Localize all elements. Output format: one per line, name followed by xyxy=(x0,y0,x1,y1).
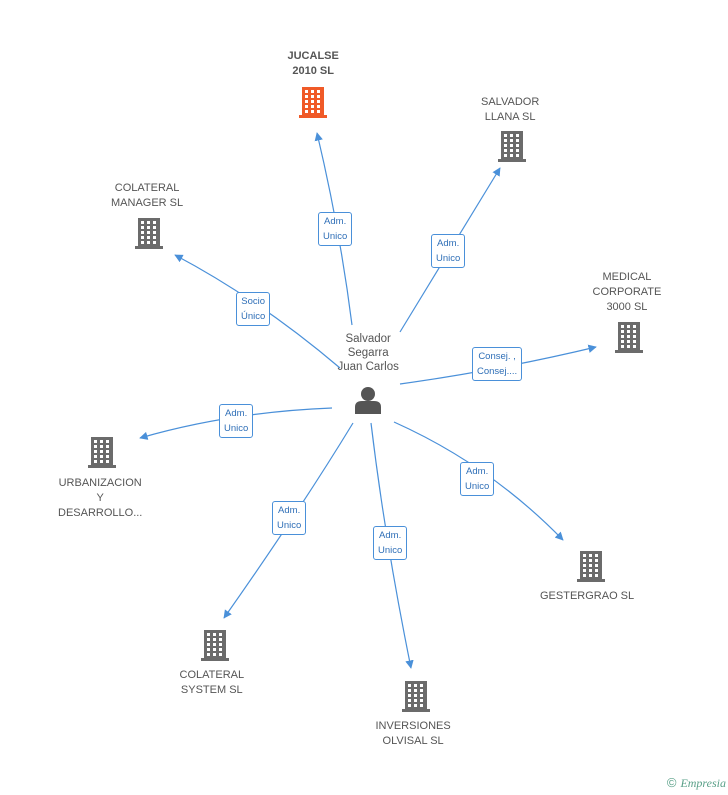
company-name-line: DESARROLLO... xyxy=(58,507,143,519)
building-icon[interactable] xyxy=(299,87,327,118)
building-icon[interactable] xyxy=(135,218,163,249)
relation-label-line: Consej. , xyxy=(478,351,516,362)
company-name-line: URBANIZACION xyxy=(58,477,142,489)
copyright-symbol: © xyxy=(666,775,677,790)
relation-label-line: Socio xyxy=(241,296,266,307)
building-icon[interactable] xyxy=(498,131,526,162)
company-label-gestergrao[interactable]: GESTERGRAO SL xyxy=(540,589,634,604)
center-name-line: Segarra xyxy=(347,347,389,359)
relation-label-line: Unico xyxy=(378,545,403,556)
company-name-line: OLVISAL SL xyxy=(382,735,444,747)
relation-label-line: Unico xyxy=(436,253,461,264)
building-icon[interactable] xyxy=(402,681,430,712)
company-label-colateral-manager[interactable]: COLATERAL MANAGER SL xyxy=(111,181,183,211)
relation-label-line: Adm. xyxy=(379,530,402,541)
relation-label-line: Unico xyxy=(323,231,348,242)
relation-label[interactable]: Adm. Unico xyxy=(460,462,495,496)
relation-label[interactable]: Adm. Unico xyxy=(373,526,408,560)
company-name-line: GESTERGRAO SL xyxy=(540,590,635,602)
company-name-line: INVERSIONES xyxy=(375,720,451,732)
relation-label[interactable]: Adm. Unico xyxy=(272,501,307,535)
relation-label-line: Adm. xyxy=(437,238,460,249)
relation-label-line: Adm. xyxy=(225,408,248,419)
relation-label-line: Único xyxy=(241,311,266,322)
company-name-line: LLANA SL xyxy=(484,111,536,123)
relation-label-line: Adm. xyxy=(466,466,489,477)
building-icon[interactable] xyxy=(88,437,116,468)
building-icon[interactable] xyxy=(615,322,643,353)
relation-label[interactable]: Consej. , Consej.... xyxy=(472,347,523,381)
company-name-line: COLATERAL xyxy=(114,182,180,194)
relation-label[interactable]: Adm. Unico xyxy=(318,212,353,246)
relation-label[interactable]: Adm. Unico xyxy=(431,234,466,268)
company-name-line: SYSTEM SL xyxy=(180,684,243,696)
company-name-line: 2010 SL xyxy=(292,65,334,77)
company-label-jucalse[interactable]: JUCALSE 2010 SL xyxy=(288,49,339,79)
building-icon[interactable] xyxy=(577,551,605,582)
empresia-logo[interactable]: ©Empresia xyxy=(667,775,726,791)
company-label-inversiones-olvisal[interactable]: INVERSIONES OLVISAL SL xyxy=(376,719,451,749)
relation-label-line: Adm. xyxy=(278,505,301,516)
company-name-line: CORPORATE xyxy=(592,286,662,298)
relation-label-line: Consej.... xyxy=(477,366,518,377)
company-name-line: MANAGER SL xyxy=(111,197,184,209)
company-name-line: MEDICAL xyxy=(602,271,652,283)
company-name-line: Y xyxy=(96,492,104,504)
relation-label-line: Adm. xyxy=(324,216,347,227)
company-label-colateral-system[interactable]: COLATERAL SYSTEM SL xyxy=(180,668,245,698)
relation-label-line: Unico xyxy=(277,520,302,531)
brand-name: Empresia xyxy=(680,776,726,790)
company-name-line: SALVADOR xyxy=(481,96,540,108)
company-label-salvador-llana[interactable]: SALVADOR LLANA SL xyxy=(481,95,539,125)
company-label-medical-corporate[interactable]: MEDICAL CORPORATE 3000 SL xyxy=(593,270,662,315)
relation-label-line: Unico xyxy=(465,481,490,492)
relation-label-line: Unico xyxy=(224,423,249,434)
company-name-line: JUCALSE xyxy=(287,50,339,62)
center-name-line: Juan Carlos xyxy=(337,361,399,373)
building-icon[interactable] xyxy=(201,630,229,661)
person-icon[interactable] xyxy=(355,387,381,414)
company-name-line: 3000 SL xyxy=(606,301,648,313)
relation-label[interactable]: Adm. Unico xyxy=(219,404,254,438)
company-name-line: COLATERAL xyxy=(179,669,245,681)
company-label-urbanizacion[interactable]: URBANIZACION Y DESARROLLO... xyxy=(58,476,142,521)
center-name-line: Salvador xyxy=(345,333,391,345)
